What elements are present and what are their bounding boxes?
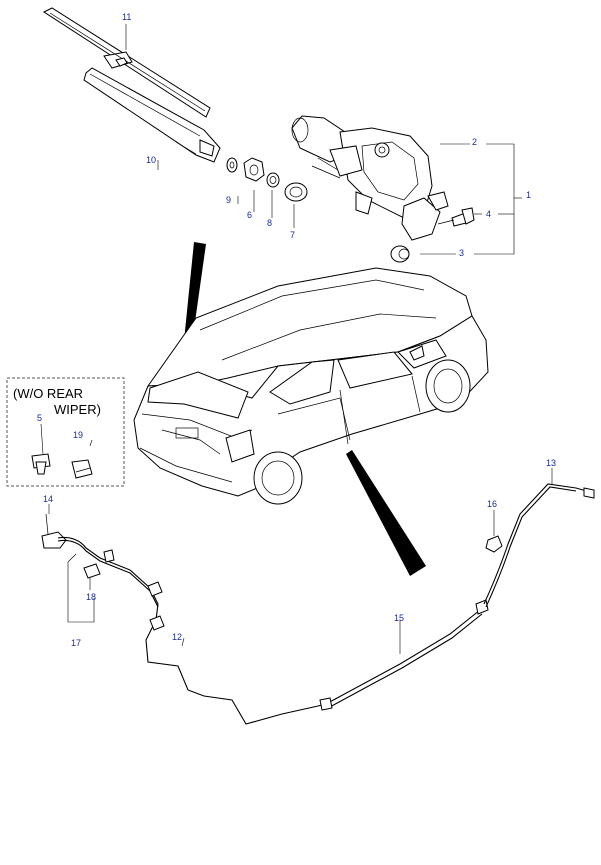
callout-11[interactable]: 11 xyxy=(122,12,131,22)
cap-5[interactable] xyxy=(31,453,51,475)
without-rear-wiper-box: (W/O REAR WIPER) xyxy=(6,377,125,487)
callout-16[interactable]: 16 xyxy=(487,499,497,509)
wiper-arm[interactable] xyxy=(42,7,211,118)
callout-7[interactable]: 7 xyxy=(290,230,295,240)
car-body xyxy=(133,267,489,505)
holder-18[interactable] xyxy=(83,563,101,579)
callout-5[interactable]: 5 xyxy=(37,413,42,423)
callout-1[interactable]: 1 xyxy=(526,190,531,200)
callout-17[interactable]: 17 xyxy=(71,638,81,648)
callout-15[interactable]: 15 xyxy=(394,613,404,623)
callout-14[interactable]: 14 xyxy=(43,494,53,504)
nozzle-14[interactable] xyxy=(41,513,67,549)
callout-numbers: 11 10 9 6 8 7 2 1 4 3 5 19 14 13 16 18 1… xyxy=(37,12,556,648)
nut-6[interactable] xyxy=(243,157,265,182)
callout-9[interactable]: 9 xyxy=(226,195,231,205)
leader-lines xyxy=(40,24,553,654)
callout-10[interactable]: 10 xyxy=(146,155,156,165)
washer-8[interactable] xyxy=(266,172,280,188)
callout-18[interactable]: 18 xyxy=(86,592,96,602)
callout-6[interactable]: 6 xyxy=(247,210,252,220)
callout-bracket-1 xyxy=(420,143,522,255)
cap-19[interactable] xyxy=(71,459,93,479)
callout-8[interactable]: 8 xyxy=(267,218,272,228)
callout-3[interactable]: 3 xyxy=(459,248,464,258)
hose-12[interactable] xyxy=(57,536,327,725)
callout-19[interactable]: 19 xyxy=(73,430,83,440)
callout-2[interactable]: 2 xyxy=(472,137,477,147)
pointer-arrow-bottom xyxy=(346,450,426,576)
box-subtitle: WIPER) xyxy=(54,402,101,417)
grommet-16[interactable] xyxy=(485,535,503,553)
bolt-4[interactable] xyxy=(437,207,475,227)
callout-4[interactable]: 4 xyxy=(486,209,491,219)
hose-13[interactable] xyxy=(483,483,595,608)
box-title: (W/O REAR xyxy=(13,386,83,401)
wiper-blade[interactable] xyxy=(83,67,221,163)
cap-7[interactable] xyxy=(284,182,308,202)
wiper-motor[interactable] xyxy=(291,115,449,241)
hose-15[interactable] xyxy=(319,599,489,711)
grommet-3[interactable] xyxy=(390,245,410,263)
callout-12[interactable]: 12 xyxy=(172,632,182,642)
callout-13[interactable]: 13 xyxy=(546,458,556,468)
washer-9[interactable] xyxy=(226,157,238,173)
